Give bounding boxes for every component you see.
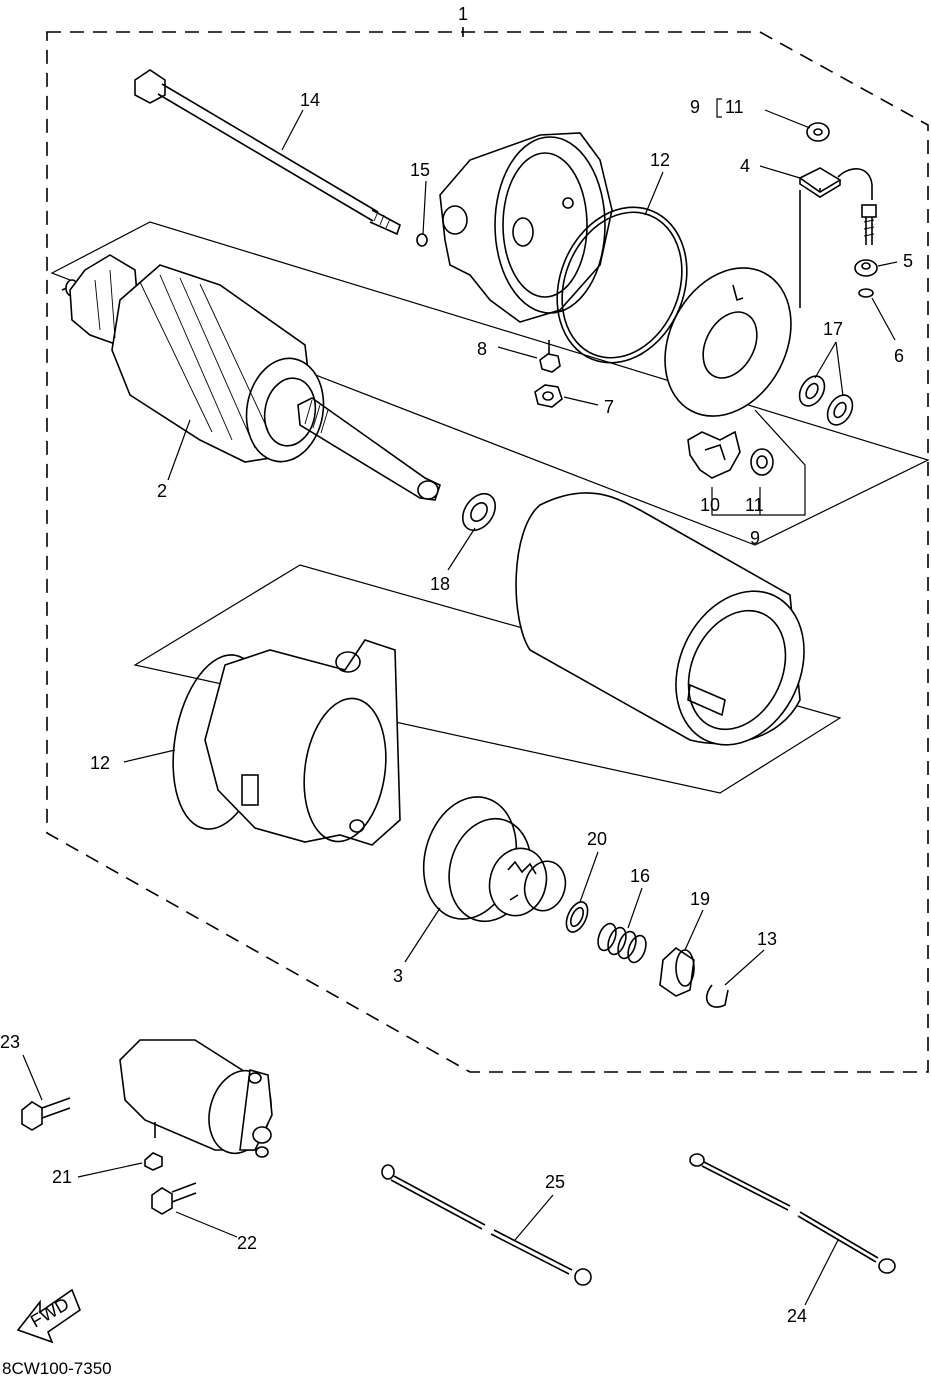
washer-17a-part [798,375,826,407]
yoke-tube-part [515,492,805,746]
bolt-23-part [21,1097,71,1131]
label-4: 4 [740,156,750,176]
lead-wire-24-part [689,1153,896,1274]
label-16: 16 [630,866,650,886]
gasket-upper-part [556,206,688,364]
upper-plane [50,221,930,546]
label-20: 20 [587,829,607,849]
label-12-lower: 12 [90,753,110,773]
label-12-upper: 12 [650,150,670,170]
label-10: 10 [700,495,720,515]
washer-5-part [854,259,878,277]
label-6: 6 [894,346,904,366]
label-7: 7 [604,397,614,417]
leader-lines [22,98,898,1306]
label-2: 2 [157,481,167,501]
front-cover-part [172,639,401,846]
starter-motor-assembly [119,1039,273,1158]
label-15: 15 [410,160,430,180]
spring-16-part [597,922,647,964]
washer-17a-hole [805,382,819,400]
label-14: 14 [300,90,320,110]
label-1: 1 [458,4,468,24]
washer-17b-part [826,394,854,426]
label-19: 19 [690,889,710,909]
label-11-top: 11 [725,97,744,117]
label-21: 21 [52,1167,72,1187]
bracket-9-line [711,409,806,516]
brush-plate-part [664,267,792,417]
label-18: 18 [430,574,450,594]
washer-17b-hole [833,401,847,419]
bolt-22-part [151,1182,197,1215]
collar-19-part [659,946,695,997]
assembly-boundary [46,31,929,1073]
label-9-top: 9 [690,97,700,117]
label-9-bottom: 9 [750,528,760,548]
label-8: 8 [477,339,487,359]
lead-wire-25-part [381,1164,592,1286]
circlip-13-part [706,984,729,1008]
nut-11-part [750,448,774,476]
nut-8-part [539,340,561,373]
label-24: 24 [787,1306,807,1326]
label-13: 13 [757,929,777,949]
label-17: 17 [823,319,843,339]
o-ring-part [416,233,428,247]
ring-6-part [858,288,874,298]
nut-21-part [144,1152,163,1171]
label-5: 5 [903,251,913,271]
washer-18-part [461,492,497,532]
nut-7-part [534,384,563,408]
pinion-clutch-part [422,796,567,923]
label-23: 23 [0,1032,20,1052]
forward-arrow-icon: FWD [16,1288,81,1344]
nut-top-part [806,122,830,142]
washer-18-hole [470,502,488,522]
rear-cover-housing [439,132,613,323]
label-11-bottom: 11 [745,495,764,515]
through-bolt-part [134,69,401,236]
ring-20-part [565,901,589,933]
label-3: 3 [393,966,403,986]
armature-part [61,254,441,501]
label-25: 25 [545,1172,565,1192]
gasket-upper-inner [561,211,683,359]
diagram-code: 8CW100-7350 [2,1359,112,1378]
label-22: 22 [237,1233,257,1253]
brush-holder-10-part [687,430,741,479]
brush-lead-part [798,167,877,308]
ring-20-hole [570,906,584,928]
part-labels: 1 2 3 4 5 6 7 8 9 9 10 11 11 12 12 13 14… [0,4,913,1326]
lower-plane [133,564,842,794]
